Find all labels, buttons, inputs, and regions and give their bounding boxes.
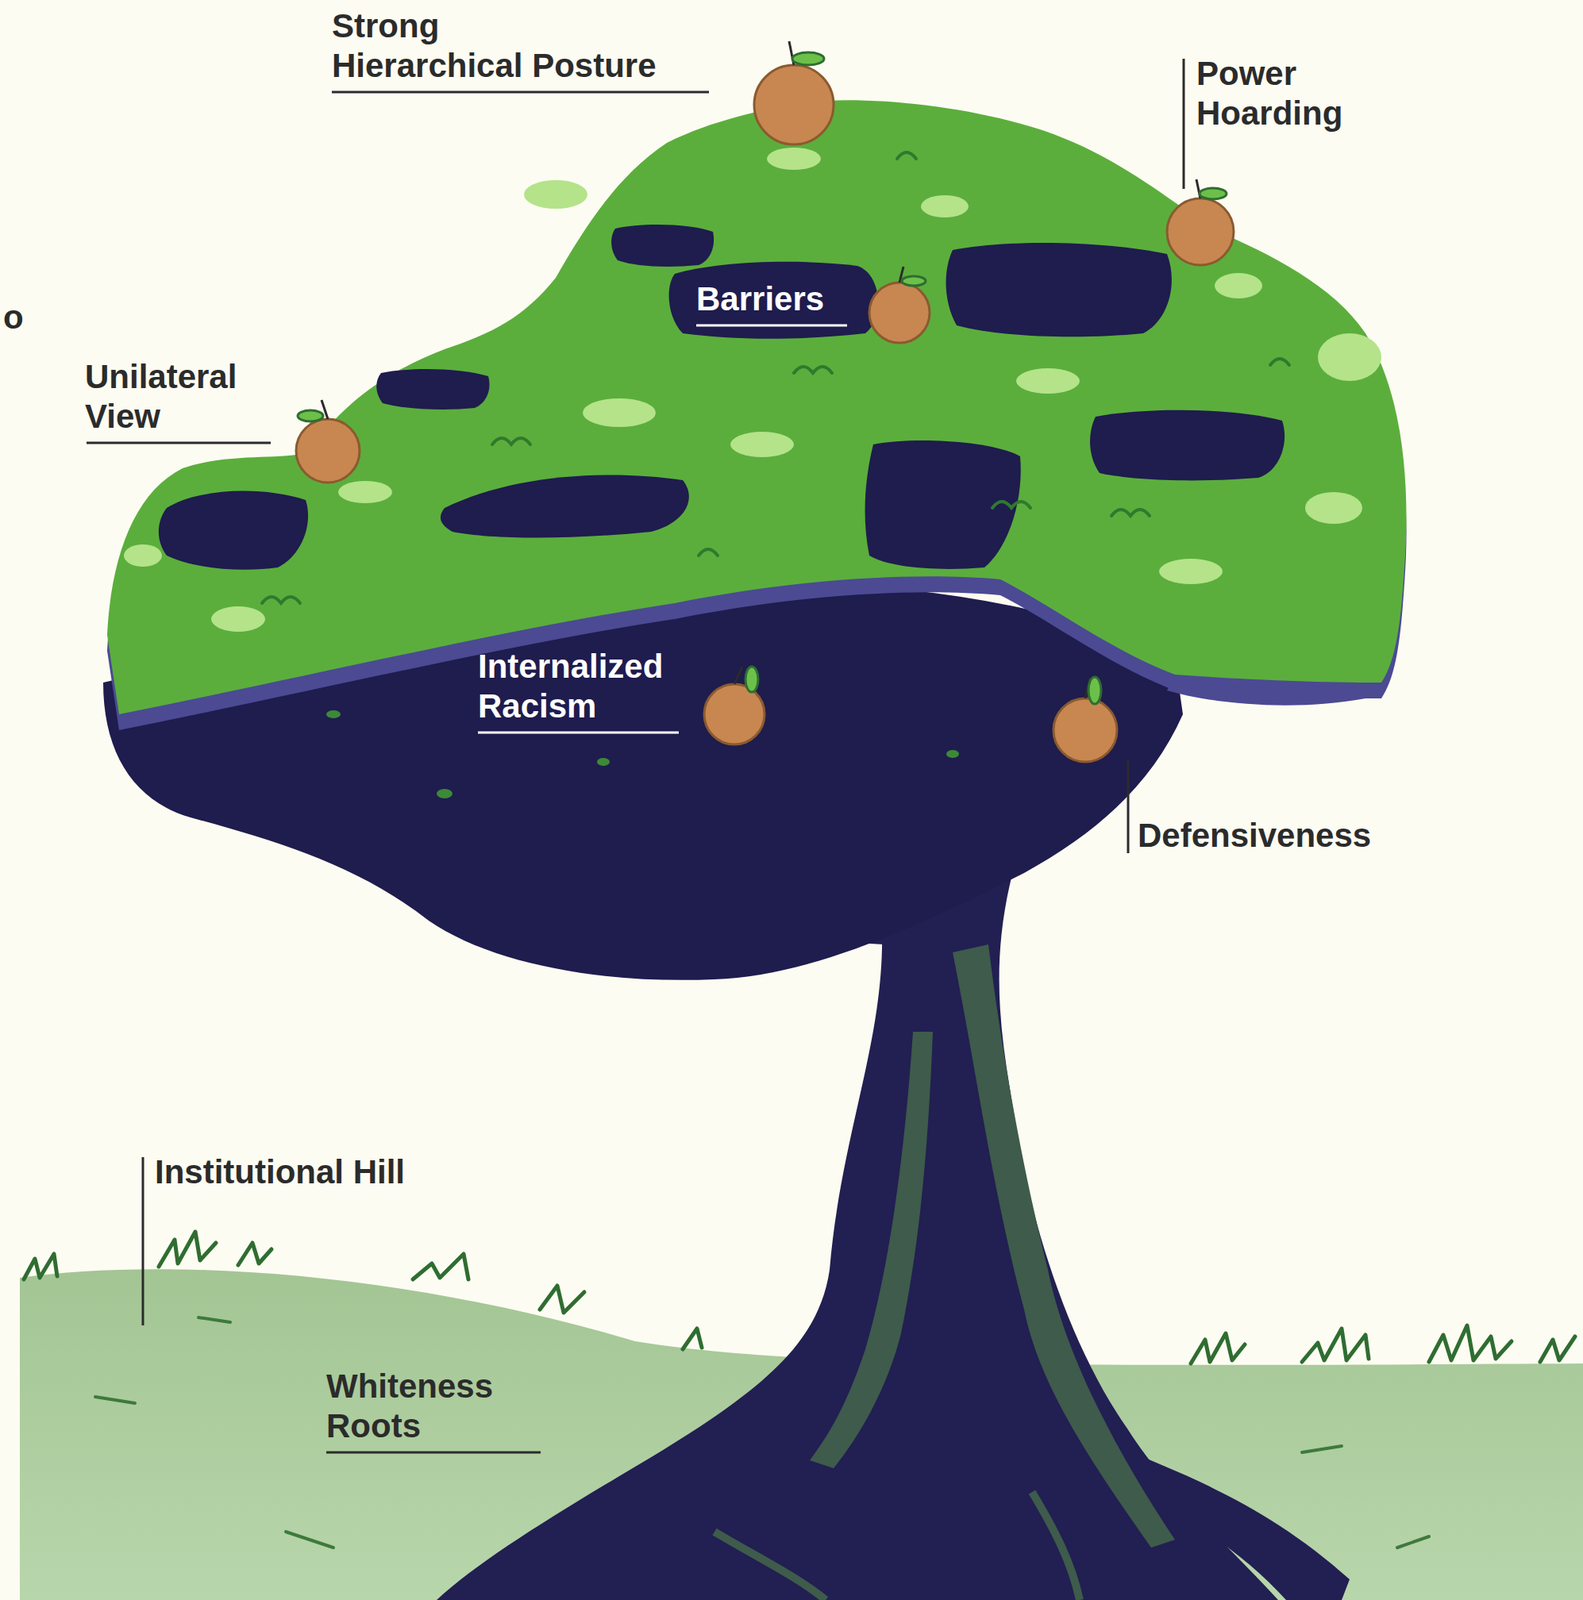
part-label: Power Hoarding [1196, 53, 1379, 134]
leader-lines [86, 58, 1184, 1453]
part-label: Whiteness Roots [326, 1367, 525, 1447]
part-label: Defensiveness [1137, 816, 1372, 856]
part-label: Barriers [696, 279, 825, 320]
tree-canopy [103, 100, 1407, 981]
part-label: Strong Hierarchical Posture [331, 6, 682, 86]
part-label: Unilateral View [84, 357, 276, 437]
fruit [296, 41, 1234, 763]
part-label: Internalized Racism [477, 647, 693, 727]
part-label: o [3, 297, 24, 338]
part-label: Institutional Hill [154, 1152, 405, 1193]
